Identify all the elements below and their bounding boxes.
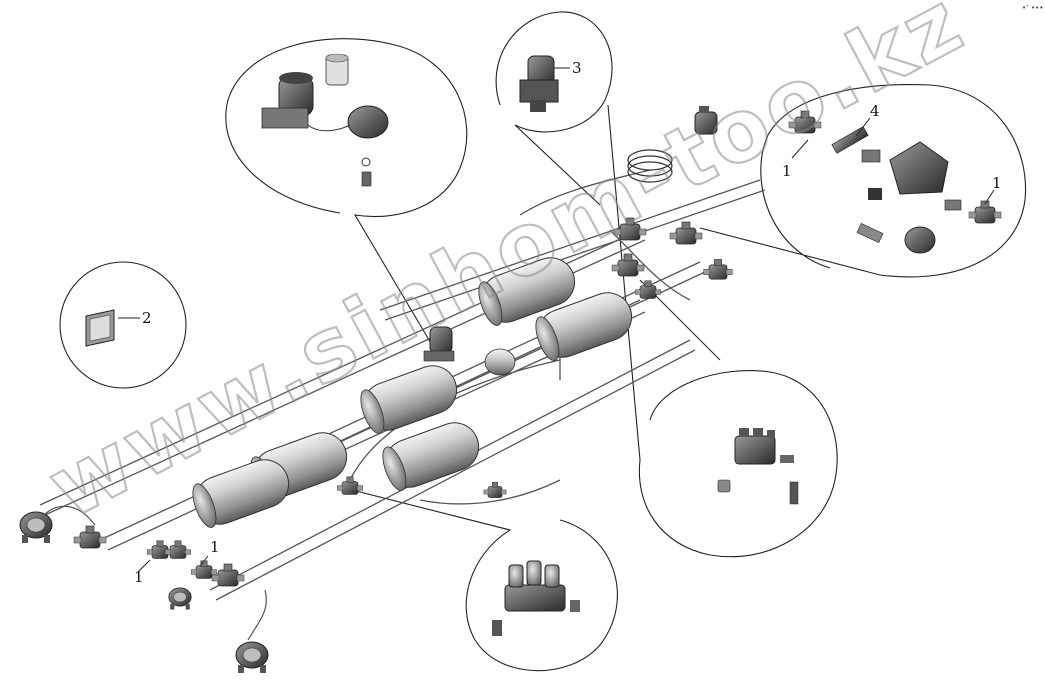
rear-brake-chamber-center bbox=[168, 587, 192, 610]
callout-1-front-left: 1 bbox=[782, 162, 792, 180]
callout-1-rear-right: 1 bbox=[210, 538, 220, 556]
top-connector-valve bbox=[694, 106, 718, 135]
callout-1-front-right: 1 bbox=[992, 174, 1002, 192]
bubble-warning-lamp bbox=[59, 261, 187, 389]
rear-brake-chamber-left bbox=[19, 511, 53, 544]
frame-air-dryer bbox=[423, 326, 455, 362]
detail-air-dryer bbox=[261, 53, 389, 187]
callout-1-rear-left: 1 bbox=[134, 568, 144, 586]
bubble-front-axle-valves bbox=[699, 84, 1027, 278]
detail-four-circuit-valve bbox=[492, 560, 580, 636]
rear-brake-chamber-right bbox=[235, 641, 269, 674]
leader-1-rear-right bbox=[199, 555, 209, 567]
bubble-air-dryer bbox=[225, 38, 468, 346]
detail-warning-lamp bbox=[85, 309, 115, 347]
detail-front-valves bbox=[788, 110, 1002, 254]
rear-hose-right bbox=[247, 589, 267, 641]
leader-1-front-left bbox=[791, 139, 809, 159]
corner-mark: •″ ••• bbox=[1022, 4, 1043, 12]
bubble-protection-valve bbox=[607, 104, 838, 558]
rear-hose-left bbox=[43, 505, 96, 526]
air-tanks bbox=[187, 250, 639, 532]
watermark-text: www.sinhom-too.kz bbox=[33, 0, 981, 539]
coiled-hose bbox=[627, 149, 673, 183]
callout-bubbles bbox=[59, 11, 1027, 672]
leader-1-rear-left bbox=[137, 559, 151, 573]
callout-4: 4 bbox=[870, 102, 880, 120]
bubble-solenoid-valve bbox=[495, 11, 613, 206]
callout-3: 3 bbox=[572, 59, 582, 77]
small-tank bbox=[484, 348, 516, 376]
bubble-four-circuit-valve bbox=[351, 489, 618, 672]
detail-protection-valve bbox=[717, 428, 799, 505]
callout-2: 2 bbox=[142, 309, 152, 327]
leader-4 bbox=[855, 117, 871, 137]
leader-1-front-right bbox=[984, 189, 995, 205]
detail-solenoid-valve bbox=[519, 55, 559, 112]
